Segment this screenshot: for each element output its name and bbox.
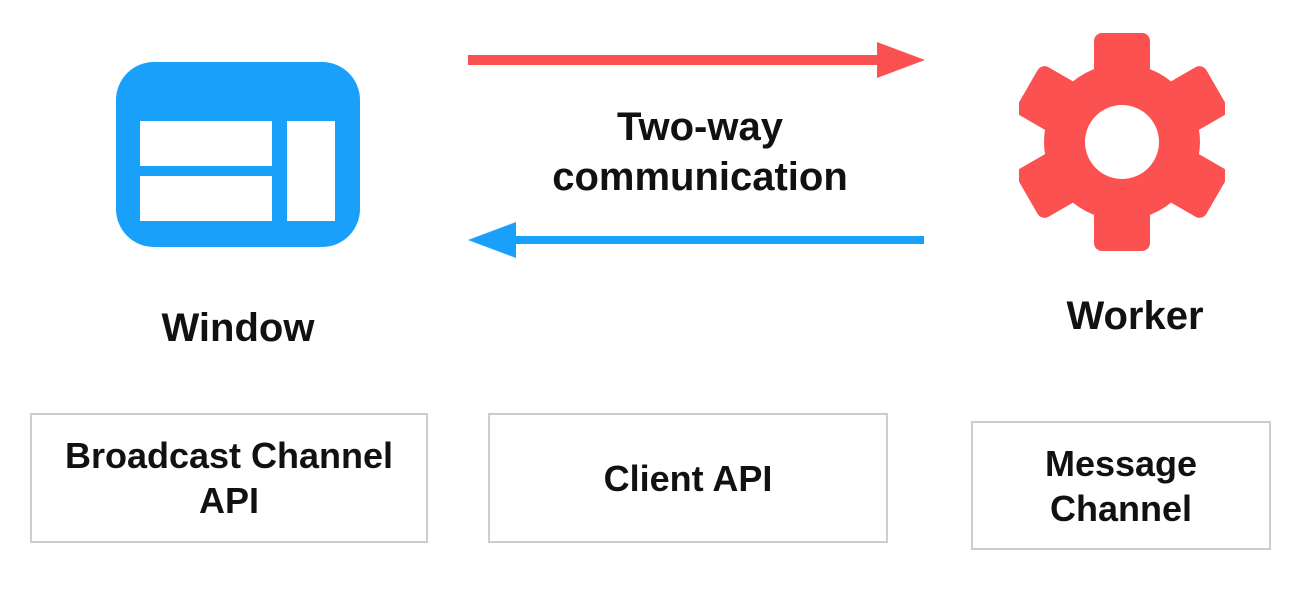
two-way-communication-label: Two-way communication (460, 102, 940, 202)
two-way-communication-label-line2: communication (552, 155, 848, 199)
box-client-api-label-line1: Client API (603, 457, 773, 499)
box-broadcast-channel-api: Broadcast Channel API (30, 413, 428, 543)
box-message-channel-label-line1: Message (1044, 442, 1198, 484)
two-way-communication-label-line1: Two-way (617, 105, 783, 149)
arrow-head-left-icon (468, 222, 516, 258)
box-client-api: Client API (488, 413, 888, 543)
arrow-line-blue (514, 236, 924, 244)
box-message-channel-label-line2: Channel (1049, 487, 1192, 529)
browser-window-icon (116, 62, 360, 247)
box-broadcast-channel-api-label-line2: API (198, 480, 259, 521)
arrow-line-red (468, 55, 880, 65)
worker-node-label: Worker (1066, 294, 1204, 338)
box-message-channel: Message Channel (971, 421, 1271, 550)
arrow-head-right-icon (877, 42, 925, 78)
window-node-label: Window (161, 306, 315, 350)
gear-icon (1019, 33, 1225, 251)
box-broadcast-channel-api-label-line1: Broadcast Channel (64, 435, 394, 476)
